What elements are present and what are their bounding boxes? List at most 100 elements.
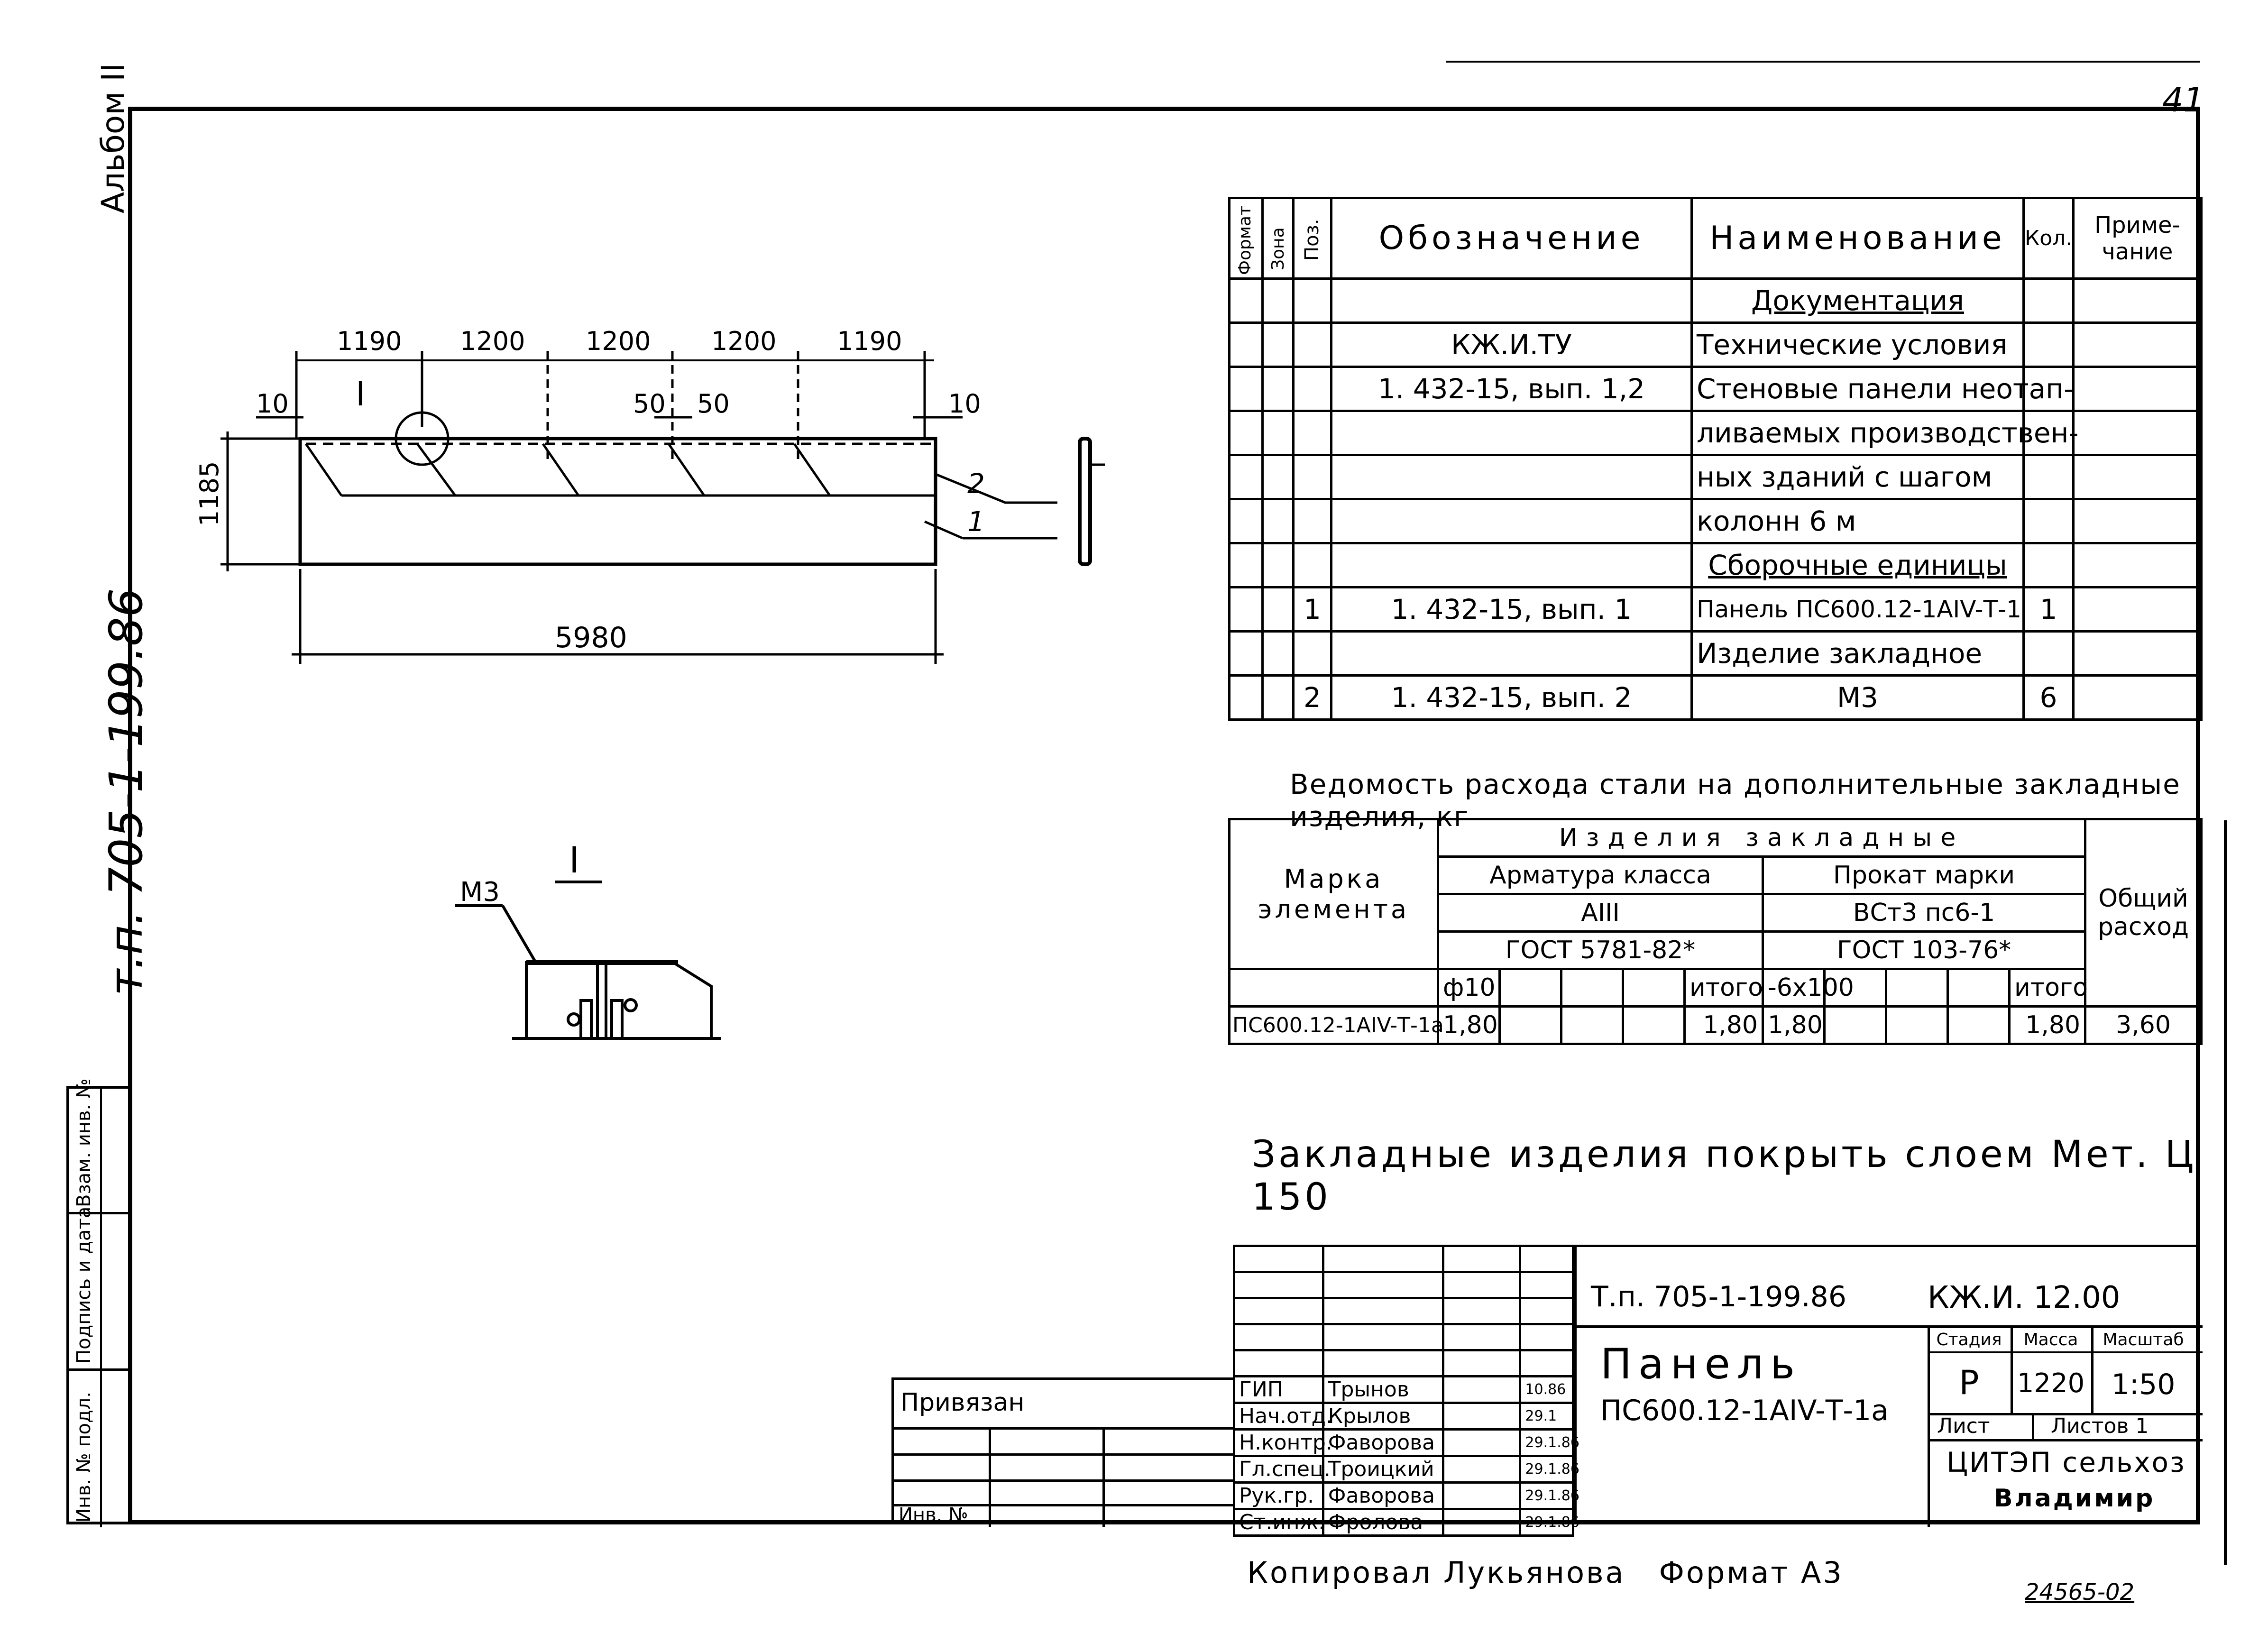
role-cell: Нач.отд.: [1233, 1402, 1332, 1431]
role-cell: Н.контр.: [1233, 1428, 1332, 1457]
signature-cell: [1442, 1508, 1522, 1537]
role-cell: ГИП: [1233, 1375, 1324, 1404]
steel-sub-d10: ф10: [1437, 968, 1501, 1008]
tb-project: Т.п. 705-1-199.86: [1591, 1280, 1847, 1313]
name-cell: Трынов: [1322, 1375, 1445, 1404]
tb-title-2: ПС600.12-1АIV-Т-1а: [1600, 1394, 1889, 1427]
tb-sheet-header: Лист: [1937, 1414, 1990, 1438]
dim-1190-right: 1190: [837, 326, 902, 356]
dim-1200-a: 1200: [460, 326, 525, 356]
tb-title-1: Панель: [1600, 1340, 1801, 1388]
detail-label: М3: [460, 877, 500, 908]
strip-signature-date: Подпись и дата: [73, 1206, 95, 1364]
steel-sub-itogo-1: итого: [1683, 968, 1764, 1008]
name-cell: Фаворова: [1322, 1428, 1445, 1457]
steel-row-total: 3,60: [2084, 1005, 2203, 1045]
footer-stamp: 24565-02: [2025, 1579, 2135, 1606]
name-cell: Крылов: [1322, 1402, 1445, 1431]
steel-rebar-class: Арматура класса: [1437, 855, 1764, 895]
dim-1190-left: 1190: [337, 326, 402, 356]
tb-city: Владимир: [1994, 1484, 2155, 1513]
right-margin-line: [2224, 820, 2227, 1565]
dim-50-b: 50: [697, 389, 730, 419]
name-cell: Фаворова: [1322, 1481, 1445, 1510]
spec-name-cell: Стеновые панели неотап-: [1690, 366, 2074, 412]
tb-code: КЖ.И. 12.00: [1928, 1280, 2121, 1315]
steel-rolled-type: ВСт3 пс6-1: [1761, 893, 2087, 933]
spec-row: ных зданий с шагом: [1228, 454, 2203, 500]
coating-note: Закладные изделия покрыть слоем Мет. Ц 1…: [1252, 1133, 2197, 1219]
title-block-main: Т.п. 705-1-199.86 КЖ.И. 12.00 Панель ПС6…: [1574, 1245, 2203, 1527]
privyazan-label: Привязан: [900, 1388, 1025, 1417]
steel-group-header: Изделия закладные: [1436, 818, 2087, 858]
name-cell: Фролова: [1322, 1508, 1445, 1537]
steel-row-mark: ПС600.12-1АIV-Т-1а: [1228, 1005, 1444, 1045]
left-stamp-strip: Инв. № подл. Подпись и дата Взам. инв. №: [66, 1078, 131, 1527]
tb-scale: 1:50: [2111, 1368, 2176, 1401]
dim-height: 1185: [194, 461, 224, 526]
dim-10-left: 10: [256, 389, 289, 419]
spec-name-cell: ливаемых производствен-: [1690, 410, 2078, 456]
steel-col-mark: Марка элемента: [1228, 818, 1439, 970]
steel-col-total: Общий расход: [2084, 818, 2203, 1008]
dim-length: 5980: [555, 621, 627, 654]
spec-name-cell: Панель ПС600.12-1АIV-Т-1: [1690, 586, 2025, 633]
role-cell: Гл.спец.: [1233, 1455, 1331, 1484]
steel-row-itogo-2: 1,80: [2008, 1005, 2087, 1045]
spec-row: Изделие закладное: [1228, 630, 2203, 677]
pos-2-label: 2: [967, 468, 985, 500]
steel-data-row: ПС600.12-1АIV-Т-1а 1,80 1,80 1,80 1,80 3…: [1228, 1005, 2203, 1045]
spec-row: колонн 6 м: [1228, 498, 2203, 544]
steel-table: Марка элемента Изделия закладные Общий р…: [1228, 818, 2203, 1045]
spec-name-cell: Технические условия: [1690, 321, 2025, 368]
spec-name-cell: Изделие закладное: [1690, 630, 2025, 677]
col-name: Наименование: [1690, 197, 2025, 280]
signature-cell: [1442, 1428, 1522, 1457]
detail-title: I: [569, 839, 579, 881]
top-rule: [1446, 61, 2200, 63]
inv-label: Инв. №: [899, 1504, 968, 1526]
footer-copied: Копировал Лукьянова Формат А3: [1247, 1555, 1844, 1590]
col-qty: Кол.: [2022, 197, 2075, 280]
spec-row: Сборочные единицы: [1228, 542, 2203, 588]
dim-50-a: 50: [633, 389, 666, 419]
spec-row: Документация: [1228, 277, 2203, 324]
role-cell: Ст.инж.: [1233, 1508, 1325, 1537]
signature-cell: [1442, 1375, 1522, 1404]
spec-table: Формат Зона Поз. Обозначение Наименовани…: [1228, 197, 2203, 721]
spec-row: ливаемых производствен-: [1228, 410, 2203, 456]
spec-name-cell: ных зданий с шагом: [1690, 454, 2025, 500]
steel-sub-itogo-2: итого: [2008, 968, 2088, 1008]
col-note: Приме-чание: [2072, 197, 2203, 280]
dim-1200-b: 1200: [586, 326, 651, 356]
col-format: Формат: [1235, 205, 1255, 275]
steel-rebar-type: АIII: [1437, 893, 1764, 933]
footer-format: Формат А3: [1659, 1555, 1844, 1590]
tb-org: ЦИТЭП сельхоз: [1947, 1446, 2186, 1478]
spec-name-cell: М3: [1690, 674, 2025, 721]
steel-row-itogo-1: 1,80: [1683, 1005, 1764, 1045]
spec-name-cell: Документация: [1690, 277, 2025, 324]
detail-drawing: I М3: [455, 839, 721, 1040]
dim-10-right: 10: [948, 389, 981, 419]
spec-header-row: Формат Зона Поз. Обозначение Наименовани…: [1228, 197, 2203, 280]
privyazan-block: Привязан Инв. №: [891, 1377, 1235, 1527]
tb-mass-header: Масса: [2023, 1330, 2078, 1349]
tb-sheets-header: Листов 1: [2051, 1414, 2149, 1438]
steel-sub-6x100: -6х100: [1762, 968, 1854, 1008]
spec-name-cell: Сборочные единицы: [1690, 542, 2025, 588]
name-cell: Троицкий: [1322, 1455, 1445, 1484]
album-label: Альбом II: [95, 63, 131, 213]
tb-mass: 1220: [2017, 1368, 2085, 1399]
tb-stage: Р: [1959, 1363, 1979, 1402]
project-code-vertical: т.п. 705-1-199.86: [100, 588, 153, 996]
strip-vzam-inv: Взам. инв. №: [73, 1078, 95, 1207]
panel-outline: [298, 437, 937, 566]
steel-rolled: Прокат марки: [1761, 855, 2087, 895]
dim-1200-c: 1200: [711, 326, 776, 356]
steel-rolled-gost: ГОСТ 103-76*: [1761, 930, 2087, 970]
